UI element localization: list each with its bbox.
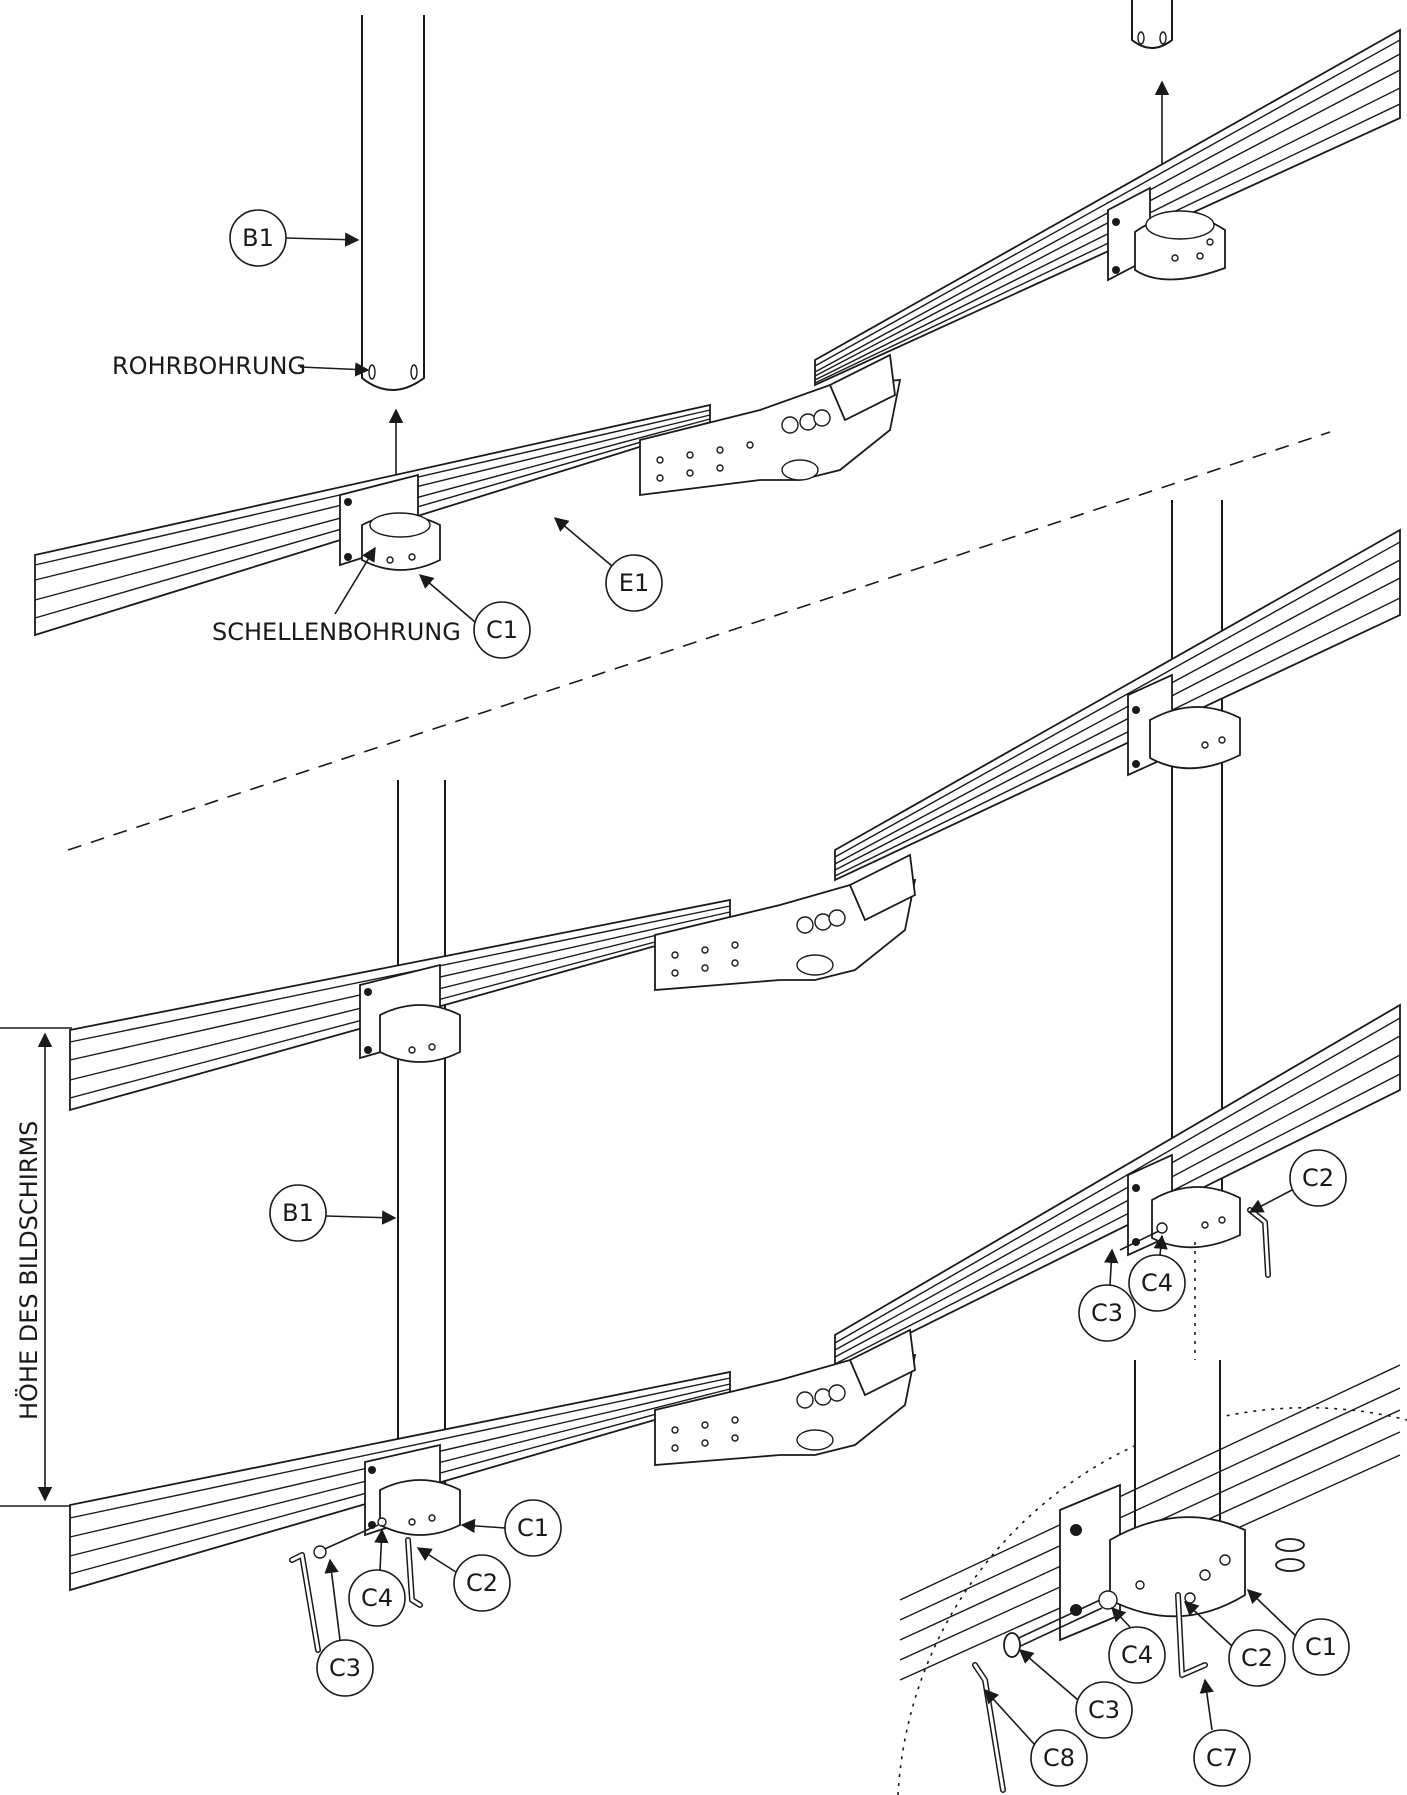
svg-text:C2: C2: [1241, 1644, 1273, 1672]
hinge-middle: [654, 853, 917, 991]
tube-top-left: [361, 15, 425, 475]
height-dimension: HÖHE DES BILDSCHIRMS: [0, 1027, 72, 1507]
label-hoehe-des-bildschirms: HÖHE DES BILDSCHIRMS: [14, 1121, 43, 1420]
lower-assembly: C2 C4 C3 C1 C2 C4: [69, 1003, 1401, 1697]
callout-c2-low: C2: [416, 1547, 511, 1612]
separator-line: [67, 431, 1331, 851]
svg-text:C1: C1: [517, 1514, 549, 1542]
svg-text:C4: C4: [1121, 1641, 1153, 1669]
callout-b1-top: B1: [229, 209, 360, 267]
callout-b1-mid: B1: [269, 1184, 397, 1242]
callout-c1-top: C1: [418, 574, 531, 659]
callout-c8-detail: C8: [984, 1688, 1088, 1787]
svg-text:C4: C4: [361, 1584, 393, 1612]
callout-c4-detail: C4: [1108, 1606, 1166, 1684]
callout-c7-detail: C7: [1193, 1678, 1251, 1787]
callout-c3-low: C3: [316, 1558, 374, 1697]
hinge-lower: [654, 1328, 917, 1466]
svg-text:B1: B1: [242, 224, 274, 252]
svg-text:C7: C7: [1206, 1744, 1238, 1772]
hinge-top: [639, 353, 902, 497]
clamp-middle-left: [359, 963, 461, 1063]
callout-c2-right: C2: [1248, 1149, 1347, 1213]
clamp-top-left: [339, 473, 441, 571]
clamp-lower-left: [289, 1443, 461, 1653]
rail-top-right: [814, 28, 1401, 387]
clamp-top-right: [1107, 186, 1226, 282]
callout-c3-detail: C3: [1018, 1649, 1133, 1739]
svg-text:C3: C3: [329, 1654, 361, 1682]
tube-right-long: [1171, 500, 1223, 1196]
rail-lower-right: [834, 1003, 1401, 1372]
svg-text:C3: C3: [1088, 1696, 1120, 1724]
callout-e1: E1: [553, 517, 663, 612]
svg-text:C3: C3: [1091, 1299, 1123, 1327]
svg-text:C1: C1: [486, 616, 518, 644]
middle-assembly: B1: [69, 500, 1401, 1526]
label-schellenbohrung: SCHELLENBOHRUNG: [212, 618, 461, 646]
clamp-lower-right: [1119, 1153, 1271, 1278]
clamp-middle-right: [1127, 673, 1241, 777]
svg-text:C1: C1: [1305, 1633, 1337, 1661]
top-assembly: ROHRBOHRUNG SCHELLENBOHRUNG B1 E1 C1: [34, 0, 1401, 659]
callout-c3-right: C3: [1078, 1248, 1136, 1342]
rail-middle-right: [834, 528, 1401, 882]
callout-c4-low: C4: [348, 1528, 406, 1627]
svg-text:C2: C2: [1302, 1164, 1334, 1192]
svg-text:C8: C8: [1043, 1744, 1075, 1772]
tube-left-long: [397, 780, 446, 1526]
svg-text:C2: C2: [466, 1569, 498, 1597]
svg-text:E1: E1: [619, 569, 649, 597]
callout-c4-right: C4: [1128, 1234, 1186, 1312]
callout-c1-detail: C1: [1246, 1589, 1350, 1676]
detail-view: C1 C2 C4 C3 C7 C8: [897, 1242, 1407, 1795]
label-rohrbohrung: ROHRBOHRUNG: [112, 352, 306, 380]
callout-c2-detail: C2: [1183, 1601, 1286, 1687]
svg-text:C4: C4: [1141, 1269, 1173, 1297]
callout-c1-low: C1: [460, 1499, 562, 1557]
svg-text:B1: B1: [282, 1199, 314, 1227]
